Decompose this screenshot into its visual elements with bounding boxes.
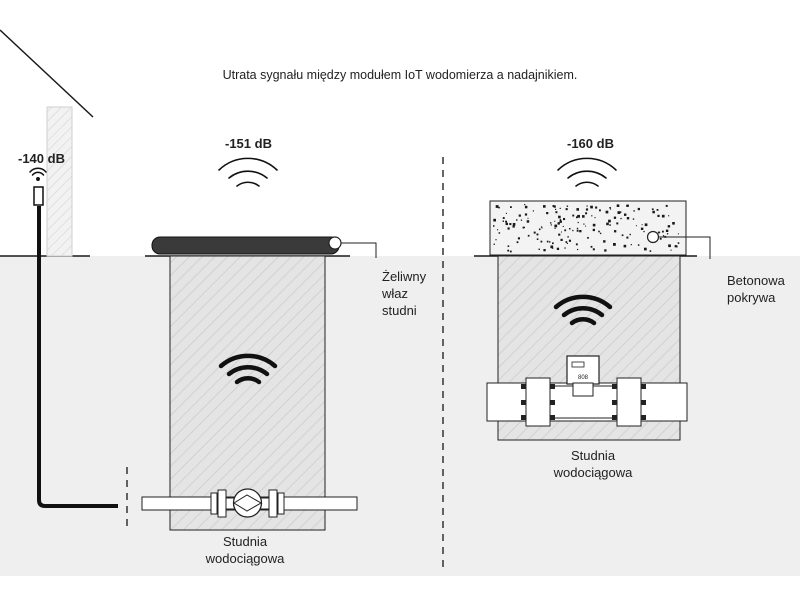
label-line: Żeliwny [382, 269, 427, 284]
well-left [141, 255, 358, 531]
transmitter [29, 167, 118, 508]
building [0, 29, 94, 257]
label-concrete-cover: Betonowa pokrywa [727, 272, 785, 306]
label-line: Betonowa [727, 273, 785, 288]
label-line: Studnia [570, 448, 616, 463]
label-line: Studnia [222, 534, 268, 549]
water-meter: 808 [566, 355, 600, 397]
label-cast-iron-cover: Żeliwny właz studni [382, 268, 426, 319]
concrete-cover [489, 200, 711, 259]
label-line: pokrywa [727, 290, 776, 305]
label-well-right: Studnia wodociągowa [513, 447, 673, 481]
concrete-speckles [493, 204, 680, 253]
pipe-left [141, 488, 358, 518]
label-line: właz [382, 286, 409, 301]
cover-right-signal-icon [557, 157, 617, 187]
cover-left-signal-icon [218, 157, 278, 187]
signal-level-concrete-well: -160 dB [567, 136, 614, 151]
cast-iron-cover [151, 236, 377, 258]
transmitter-wifi-icon [29, 167, 47, 181]
label-line: wodociągowa [205, 551, 285, 566]
well-left-signal-icon [218, 353, 278, 385]
pipe-right [486, 377, 688, 427]
signal-level-cast-iron-well: -151 dB [225, 136, 272, 151]
signal-level-transmitter: -140 dB [18, 151, 65, 166]
label-line: studni [382, 303, 417, 318]
label-well-left: Studnia wodociągowa [170, 533, 320, 567]
well-right: 808 [486, 255, 688, 441]
well-right-signal-icon [553, 294, 613, 326]
diagram-title: Utrata sygnału między modułem IoT wodomi… [222, 68, 578, 82]
label-line: wodociągowa [553, 465, 633, 480]
meter-display: 808 [578, 375, 589, 381]
